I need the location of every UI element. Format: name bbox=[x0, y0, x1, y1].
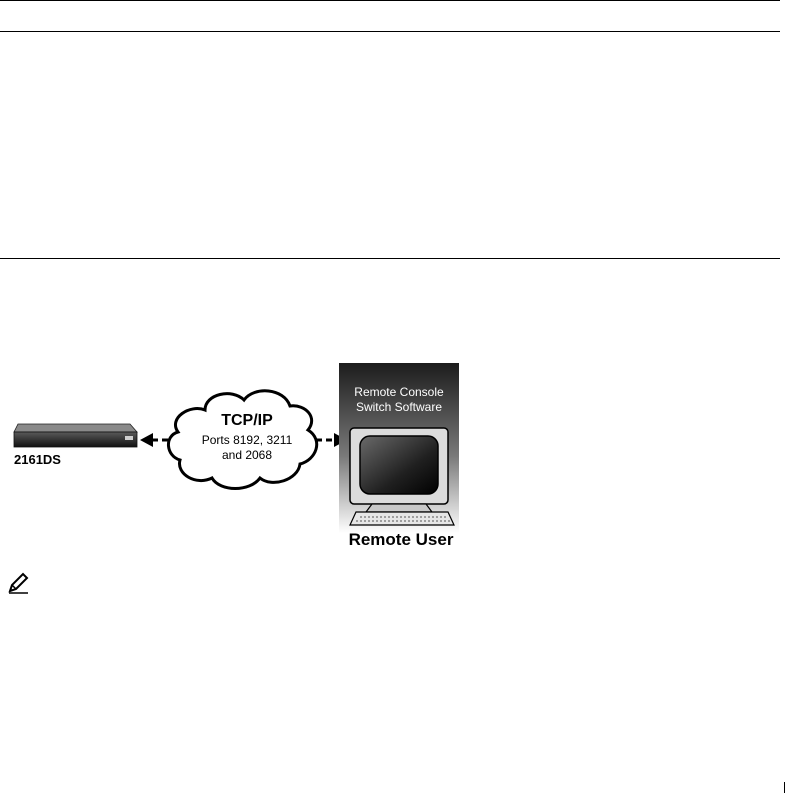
network-ports-line1: Ports 8192, 3211 bbox=[202, 433, 293, 447]
pencil-note-icon bbox=[6, 572, 30, 594]
top-rule bbox=[0, 0, 780, 1]
tcp-ip-cloud bbox=[167, 389, 319, 490]
software-panel-line2: Switch Software bbox=[356, 400, 442, 414]
table-header-rule bbox=[0, 31, 780, 32]
monitor-icon bbox=[349, 427, 449, 513]
keyboard-icon bbox=[349, 511, 455, 526]
software-panel-line1: Remote Console bbox=[354, 385, 444, 399]
network-title: TCP/IP bbox=[221, 412, 273, 429]
table-bottom-rule bbox=[0, 258, 780, 259]
device-label: 2161DS bbox=[14, 452, 61, 467]
network-connection-diagram: 2161DS TCP/IP Ports 8192, 3211 and 2068 … bbox=[13, 363, 459, 549]
console-switch-device bbox=[13, 423, 138, 448]
network-ports-line2: and 2068 bbox=[222, 448, 272, 462]
remote-user-label: Remote User bbox=[349, 530, 454, 549]
